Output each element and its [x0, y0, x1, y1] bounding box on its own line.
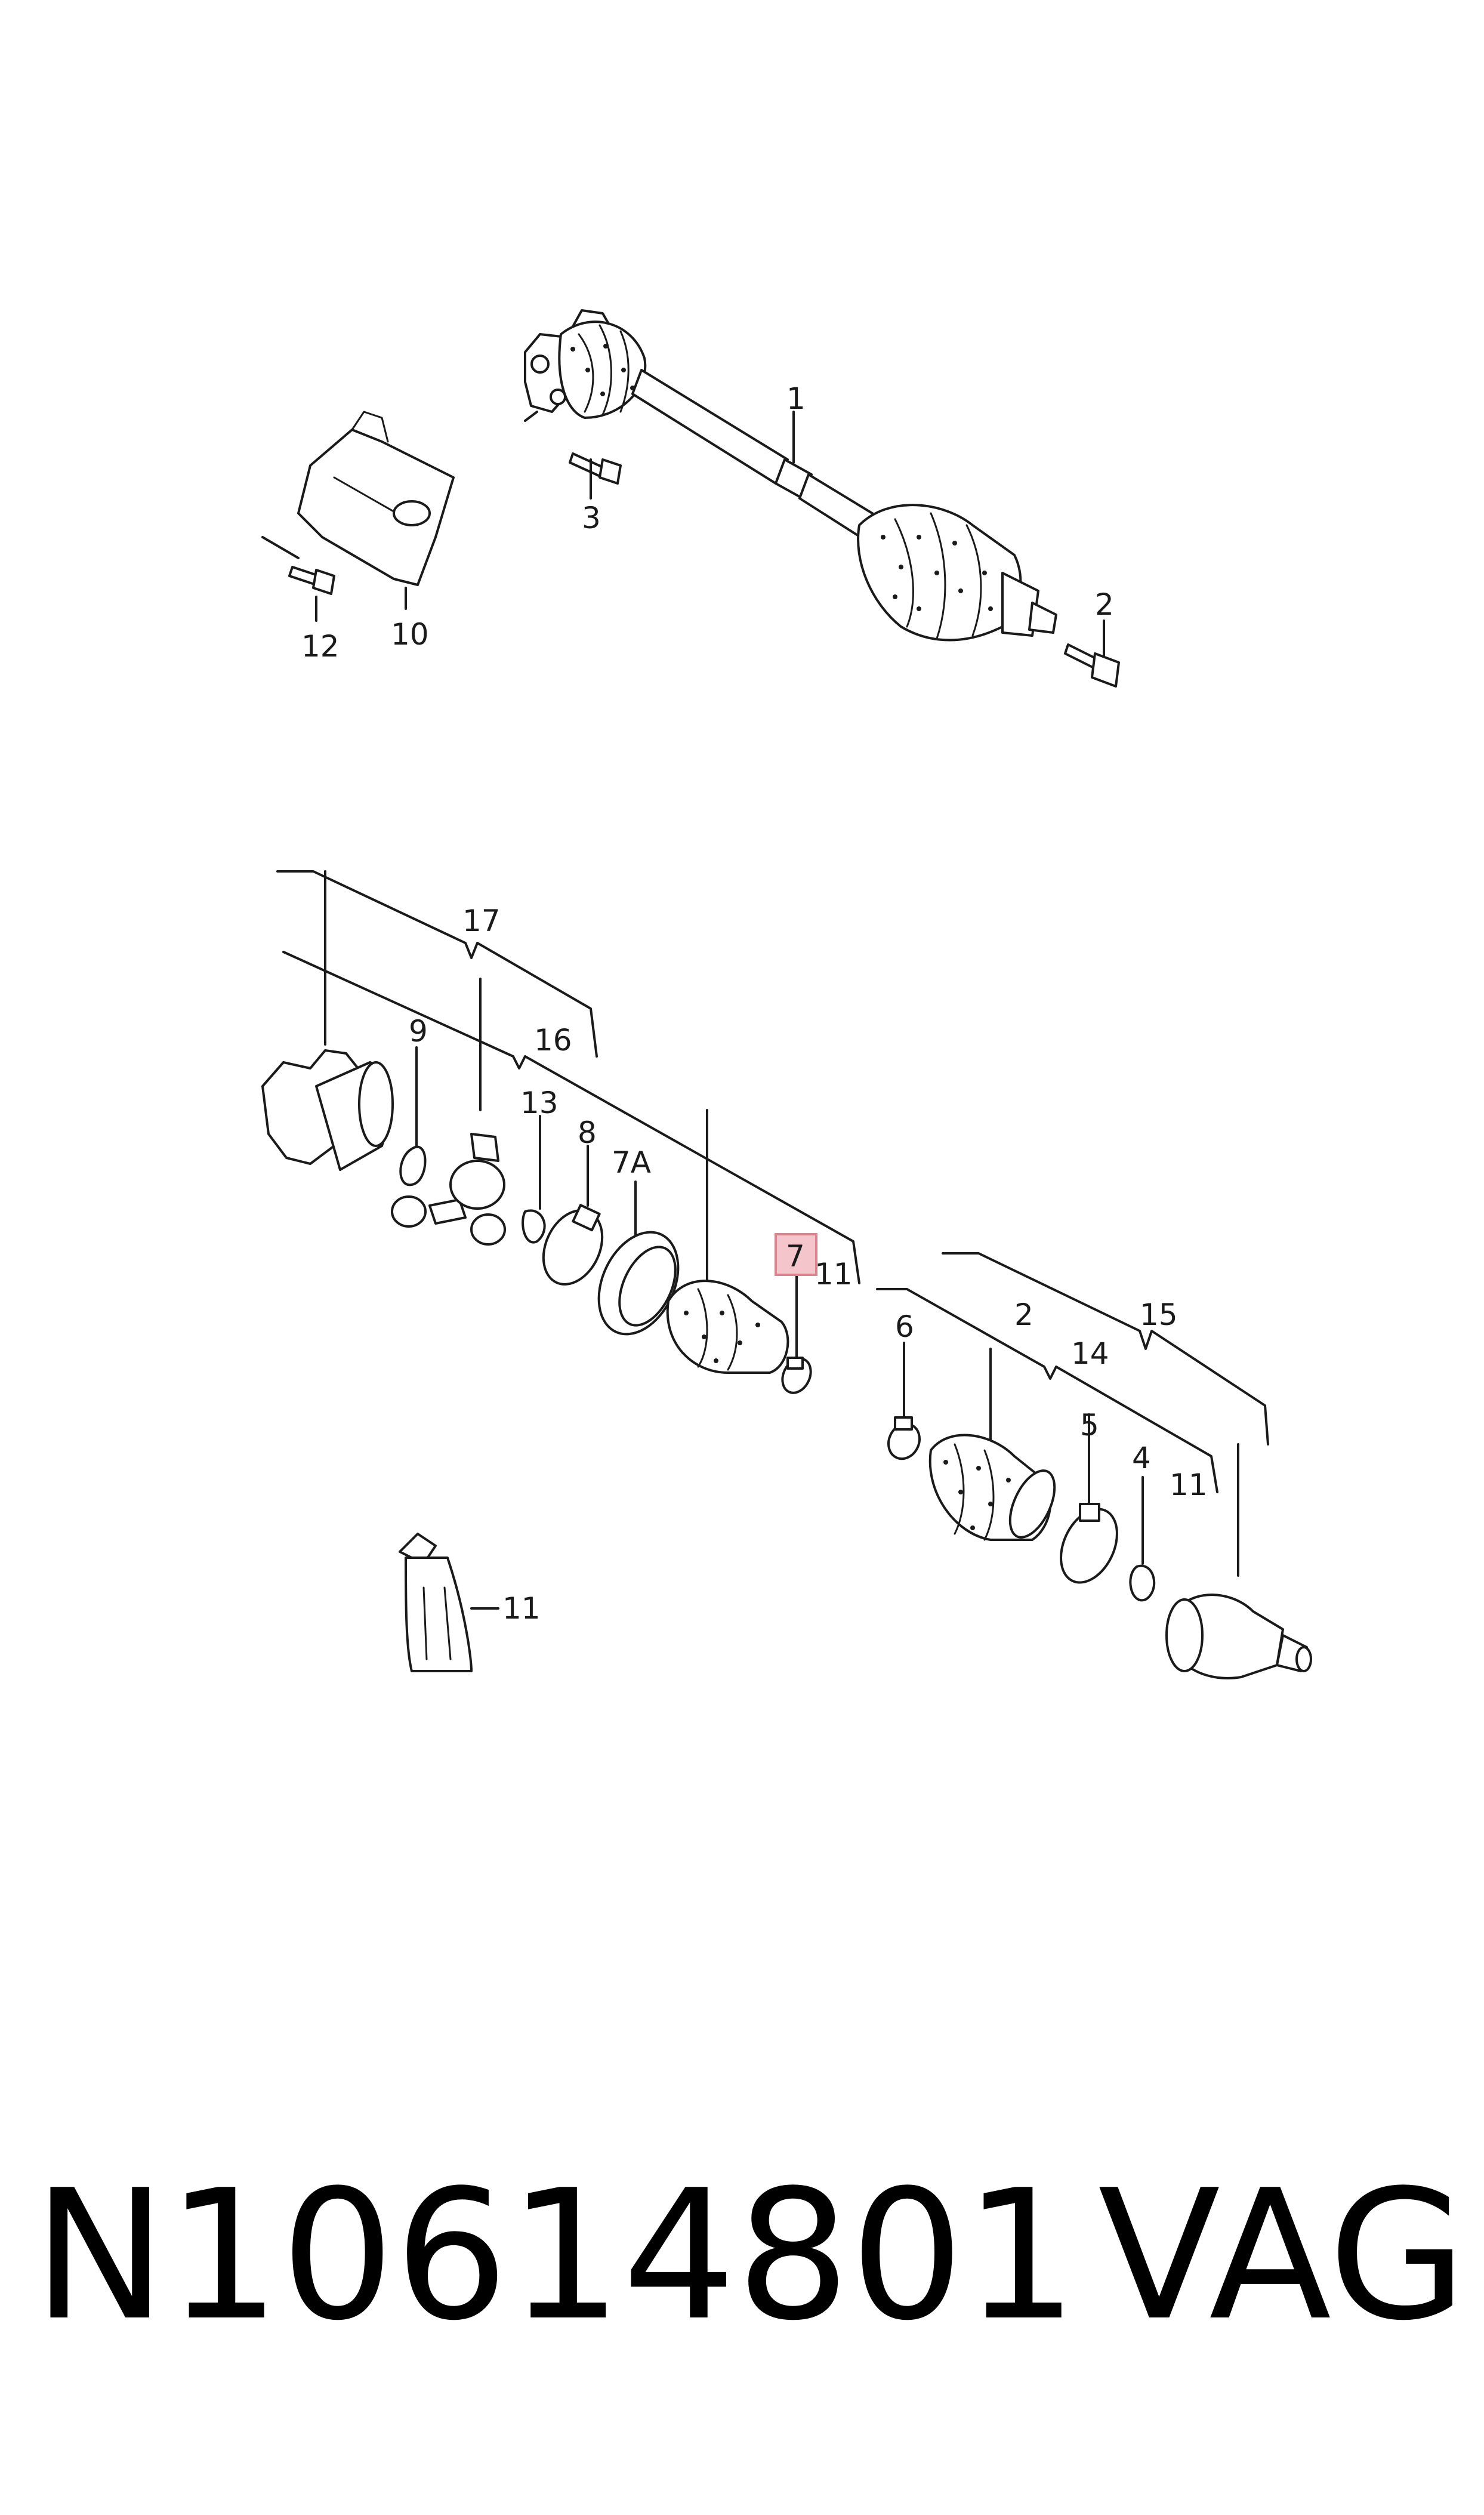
callout-17[interactable]: 17 [462, 904, 501, 938]
callout-4[interactable]: 4 [1132, 1441, 1151, 1475]
clamp-7-drawing [781, 1357, 812, 1394]
spider-drawing [391, 1133, 506, 1246]
bracket-lines [276, 870, 1269, 1577]
outer-boot-drawing [928, 1434, 1056, 1541]
callout-7-highlight [775, 1233, 817, 1276]
callout-2[interactable]: 2 [1095, 587, 1114, 622]
circlip-4-drawing [1129, 1564, 1156, 1602]
callout-7[interactable]: 7 [786, 1239, 805, 1274]
outer-joint-drawing [1165, 1594, 1312, 1679]
callout-labels: 1 2 3 10 12 17 16 9 13 8 7A 7 11 6 2 15 … [301, 381, 1208, 1626]
callout-11-right[interactable]: 11 [1170, 1468, 1208, 1502]
circlip-9-drawing [399, 1145, 427, 1186]
leader-lines-top [261, 411, 1105, 658]
outer-clamp-5-drawing [1060, 1503, 1118, 1584]
callout-10[interactable]: 10 [391, 617, 429, 652]
callout-12[interactable]: 12 [301, 629, 340, 664]
heat-shield-drawing [297, 411, 455, 586]
callout-16[interactable]: 16 [534, 1023, 572, 1058]
callout-2-lower[interactable]: 2 [1014, 1297, 1033, 1332]
callout-13[interactable]: 13 [520, 1086, 559, 1120]
clamp-8-drawing [542, 1204, 604, 1286]
brand-name: VAG [1098, 2152, 1467, 2360]
callout-3[interactable]: 3 [582, 501, 601, 535]
callout-5[interactable]: 5 [1080, 1408, 1099, 1443]
callout-6[interactable]: 6 [895, 1309, 914, 1344]
callout-9[interactable]: 9 [409, 1014, 428, 1049]
callout-11-middle[interactable]: 11 [814, 1257, 853, 1292]
leader-lines-middle [415, 1046, 1144, 1610]
bolt-2-drawing [1064, 643, 1120, 688]
callout-8[interactable]: 8 [578, 1115, 597, 1150]
callout-15[interactable]: 15 [1140, 1297, 1178, 1332]
inner-boot-drawing [666, 1280, 789, 1374]
bolt-12-drawing [288, 566, 335, 595]
callout-11-grease[interactable]: 11 [502, 1591, 541, 1626]
callout-1[interactable]: 1 [786, 381, 806, 416]
bolt-3-drawing [569, 452, 622, 485]
inner-joint-housing-drawing [261, 1049, 394, 1171]
part-number: N10614801 [33, 2152, 1078, 2360]
circlip-13-drawing [522, 1209, 546, 1244]
grease-tube-drawing [399, 1533, 473, 1672]
callout-14[interactable]: 14 [1071, 1336, 1109, 1371]
callout-7a[interactable]: 7A [612, 1145, 651, 1180]
outer-clamp-6-drawing [887, 1416, 921, 1460]
drive-shaft-drawing [524, 309, 1057, 642]
